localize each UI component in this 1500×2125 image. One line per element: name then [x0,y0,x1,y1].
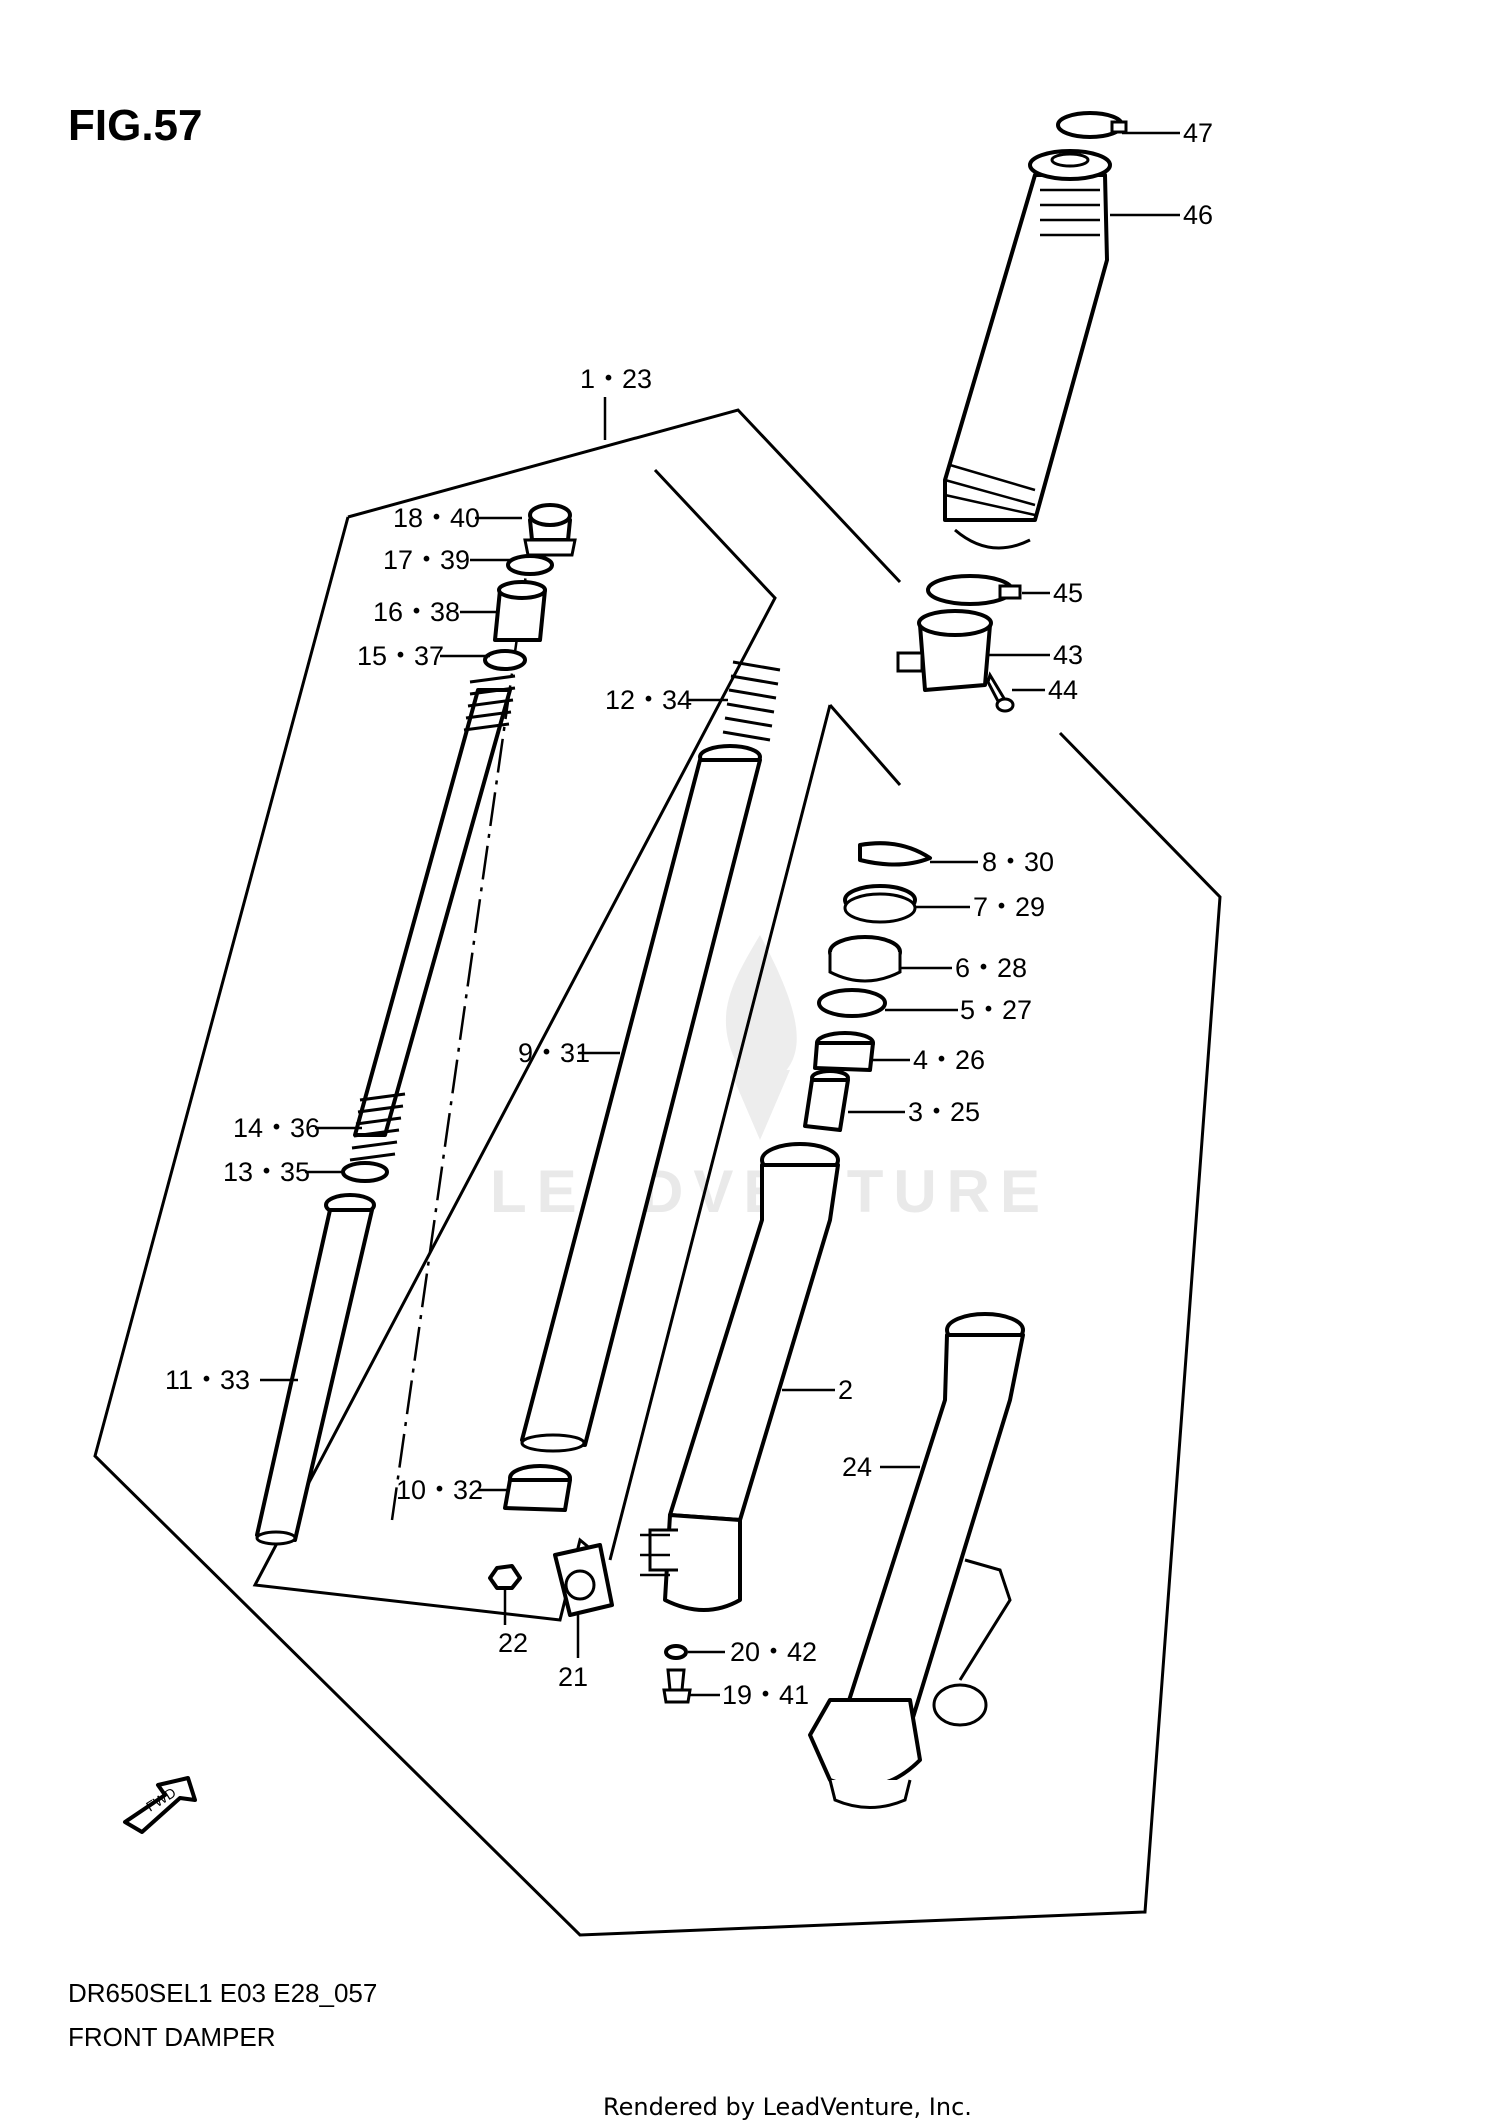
callout-22: 22 [498,1628,528,1658]
callout-12-34: 12・34 [605,685,692,715]
callout-6-28: 6・28 [955,953,1027,983]
axle-bracket [553,1543,614,1617]
callout-44: 44 [1048,675,1078,705]
callout-4-26: 4・26 [913,1045,985,1075]
callout-15-37: 15・37 [357,641,444,671]
damper-cylinder [255,1193,376,1546]
dust-seal [858,841,932,867]
stopper-ring [843,884,917,924]
cap-bolt [523,503,577,557]
callout-16-38: 16・38 [373,597,460,627]
callout-10-32: 10・32 [396,1475,483,1505]
callout-8-30: 8・30 [982,847,1054,877]
section-name: FRONT DAMPER [68,2022,276,2052]
callout-17-39: 17・39 [383,545,470,575]
figure-title: FIG.57 [68,101,203,150]
damper-rod-assembly [353,674,516,1137]
callout-13-35: 13・35 [223,1157,310,1187]
callout-24: 24 [842,1452,872,1482]
callout-21: 21 [558,1662,588,1692]
outer-bushing [813,1031,875,1072]
drain-washer [664,1644,688,1660]
assembly-outline [93,408,1222,1937]
callout-7-29: 7・29 [973,892,1045,922]
boot-guide [896,609,993,692]
callout-45: 45 [1053,578,1083,608]
boot-clamp-lower [926,574,1022,606]
inner-cartridge-outline [252,468,777,1622]
callout-5-27: 5・27 [960,995,1032,1025]
callout-19-41: 19・41 [722,1680,809,1710]
watermark-flame-icon [725,935,797,1140]
inner-tube-outline [608,704,902,1561]
callout-1-23: 1・23 [580,364,652,394]
rebound-spring [349,1092,406,1162]
callout-20-42: 20・42 [730,1637,817,1667]
callout-43: 43 [1053,640,1083,670]
callout-47: 47 [1183,118,1213,148]
o-ring [506,554,554,576]
oil-seal [828,935,902,983]
callout-14-36: 14・36 [233,1113,320,1143]
callout-9-31: 9・31 [518,1038,590,1068]
leader-lines [260,131,1180,1697]
callout-3-25: 3・25 [908,1097,980,1127]
inner-bushing [803,1069,850,1132]
fork-spring [722,660,781,742]
spacer [493,580,547,642]
inner-tube [520,744,762,1453]
callout-18-40: 18・40 [393,503,480,533]
model-code: DR650SEL1 E03 E28_057 [68,1978,377,2008]
oil-seal-retainer [817,988,887,1018]
spring-washer [483,649,527,671]
fork-boot [943,149,1112,550]
callout-11-33: 11・33 [165,1365,250,1395]
rod-washer [341,1161,389,1183]
boot-clamp-upper [1056,111,1128,139]
outer-tube-lower [808,1312,1025,1809]
callout-2: 2 [838,1375,853,1405]
callout-46: 46 [1183,200,1213,230]
guide-screw [986,671,1015,713]
render-credit: Rendered by LeadVenture, Inc. [603,2093,972,2121]
slide-bushing [503,1464,572,1512]
drain-bolt [662,1668,692,1704]
callout-labels: 47 46 1・23 18・40 17・39 16・38 15・37 12・34… [165,118,1213,1710]
outer-tube [640,1142,840,1612]
forward-direction-arrow: FWD [123,1776,197,1834]
axle-nut [488,1564,522,1590]
